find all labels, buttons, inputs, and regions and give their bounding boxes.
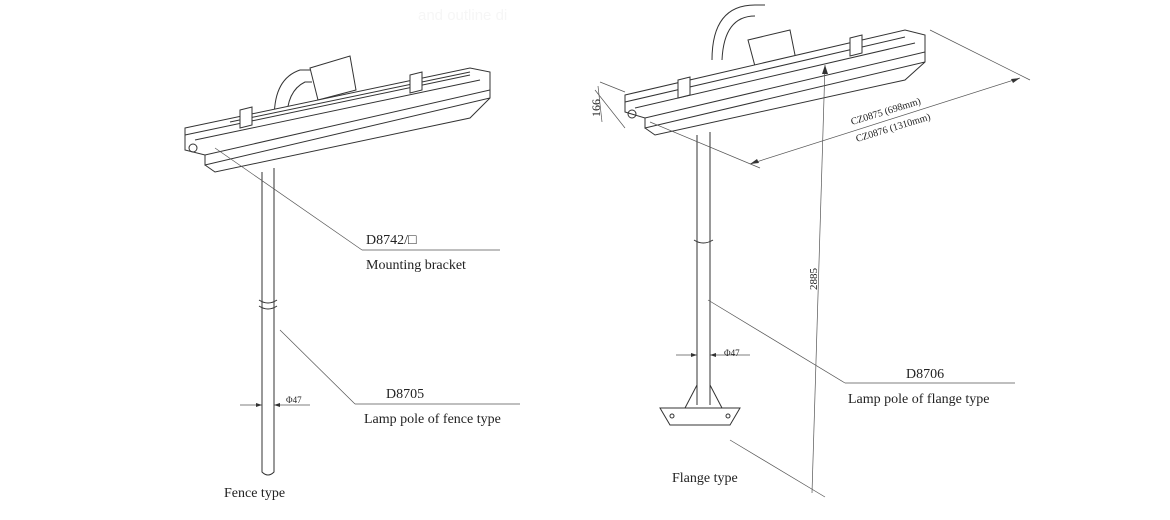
fence-pole-diameter: Φ47 (286, 395, 302, 405)
flange-type-caption: Flange type (672, 471, 738, 486)
flange-pole-label: Lamp pole of flange type (848, 392, 990, 407)
total-height-dimension: 2885 (808, 268, 820, 291)
fence-type-caption: Fence type (224, 486, 285, 501)
height-dimension: 166 (589, 99, 603, 117)
flange-pole-code: D8706 (906, 367, 944, 382)
fence-type-lamp-drawing (184, 55, 520, 476)
bracket-code: D8742/□ (366, 233, 417, 248)
watermark-text: and outline di (418, 7, 507, 24)
flange-base (659, 407, 741, 426)
fence-pole (261, 168, 275, 476)
flange-type-lamp-drawing (594, 4, 1031, 498)
clamp (309, 55, 357, 101)
bracket-label: Mounting bracket (366, 258, 466, 273)
flange-pole (696, 132, 711, 405)
flange-pole-diameter: Φ47 (724, 348, 740, 358)
fence-pole-label: Lamp pole of fence type (364, 412, 501, 427)
fence-pole-code: D8705 (386, 387, 424, 402)
